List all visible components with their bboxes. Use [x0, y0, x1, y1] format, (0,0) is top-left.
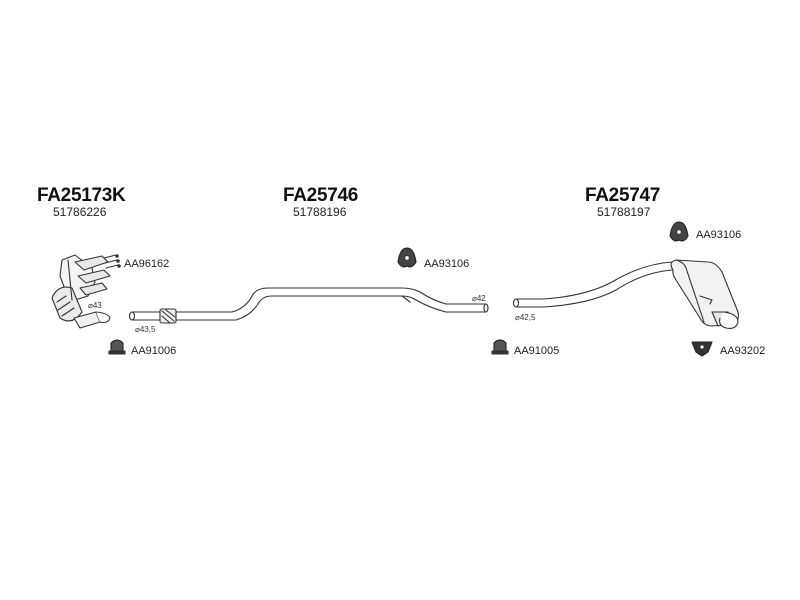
- gasket-bracket-icon: [691, 341, 713, 357]
- part-code-catalyst: FA25173K: [37, 185, 126, 206]
- part-code-rear-silencer: FA25747: [585, 185, 661, 206]
- rubber-hanger-right-icon: [669, 221, 689, 242]
- part-code-front-pipe: FA25746: [283, 185, 359, 206]
- diameter-label-42-5: ⌀42,5: [515, 313, 536, 322]
- diameter-label-43-5: ⌀43,5: [135, 325, 156, 334]
- clamp-icon: [108, 339, 126, 355]
- oem-number-rear-silencer: 51788197: [597, 205, 651, 219]
- catalytic-manifold-part: [51, 254, 111, 329]
- accessory-label-hanger: AA93106: [424, 258, 470, 270]
- gasket-kit-icon: [103, 254, 121, 269]
- diameter-label-43: ⌀43: [88, 301, 102, 310]
- accessory-label-hanger-right: AA93106: [696, 229, 742, 241]
- rear-silencer-part: [512, 259, 739, 329]
- accessory-label-gasket-right: AA93202: [720, 345, 766, 357]
- accessory-label-clamp-right: AA91005: [514, 345, 560, 357]
- clamp-right-icon: [491, 339, 509, 355]
- diameter-label-42: ⌀42: [472, 294, 486, 303]
- front-pipe-part: [128, 287, 489, 324]
- accessory-label-gasket: AA96162: [124, 258, 170, 270]
- rubber-hanger-icon: [397, 247, 417, 268]
- oem-number-front-pipe: 51788196: [293, 205, 347, 219]
- accessory-label-clamp: AA91006: [131, 345, 177, 357]
- oem-number-catalyst: 51786226: [53, 205, 107, 219]
